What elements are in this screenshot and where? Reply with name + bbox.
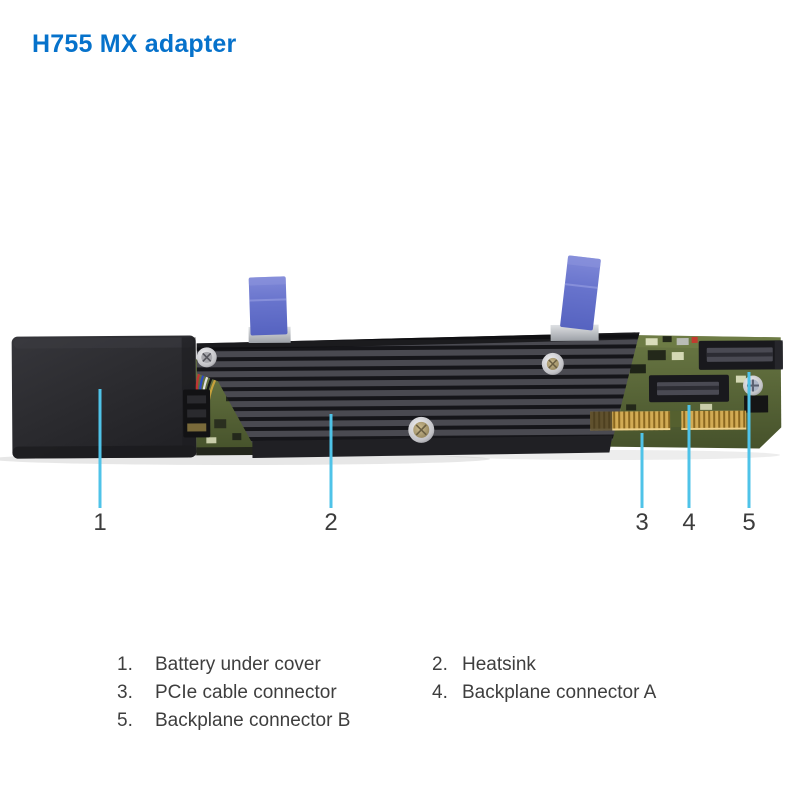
legend-item-1: 1. Battery under cover bbox=[117, 651, 350, 679]
legend-number: 3. bbox=[117, 682, 133, 703]
legend-item-4: 4. Backplane connector A bbox=[432, 679, 656, 707]
legend-column-left: 1. Battery under cover 3. PCIe cable conne… bbox=[117, 651, 350, 735]
screw-icon bbox=[742, 375, 763, 396]
backplane-connector-a bbox=[648, 374, 730, 403]
legend-label: Backplane connector A bbox=[462, 682, 657, 703]
screw-icon bbox=[196, 347, 217, 368]
pull-tab-left bbox=[248, 276, 291, 344]
battery-connector bbox=[183, 389, 211, 438]
legend-number: 2. bbox=[432, 654, 448, 675]
legend-number: 4. bbox=[432, 682, 448, 703]
pull-tab-right bbox=[550, 255, 601, 341]
backplane-connector-b bbox=[698, 340, 783, 370]
screw-icon bbox=[408, 416, 435, 443]
screw-icon bbox=[541, 352, 564, 375]
pcie-edge-connector bbox=[590, 410, 747, 431]
legend-label: Battery under cover bbox=[155, 654, 321, 675]
legend-column-right: 2. Heatsink 4. Backplane connector A bbox=[432, 651, 656, 707]
callout-number-1: 1 bbox=[93, 509, 106, 536]
legend-label: Heatsink bbox=[462, 654, 536, 675]
callout-number-3: 3 bbox=[635, 509, 648, 536]
legend-number: 5. bbox=[117, 710, 133, 731]
legend-item-3: 3. PCIe cable connector bbox=[117, 679, 350, 707]
legend-item-5: 5. Backplane connector B bbox=[117, 707, 350, 735]
legend-item-2: 2. Heatsink bbox=[432, 651, 656, 679]
callout-number-5: 5 bbox=[742, 509, 755, 536]
legend-label: Backplane connector B bbox=[155, 710, 351, 731]
adapter-figure: 1 2 3 4 5 bbox=[0, 240, 800, 540]
callout-number-2: 2 bbox=[324, 509, 337, 536]
callout-number-4: 4 bbox=[682, 509, 695, 536]
adapter-photo: 1 2 3 4 5 bbox=[0, 255, 783, 536]
page-title: H755 MX adapter bbox=[32, 30, 237, 58]
heatsink bbox=[196, 332, 640, 459]
legend-label: PCIe cable connector bbox=[155, 682, 337, 703]
legend-number: 1. bbox=[117, 654, 133, 675]
battery-cover bbox=[11, 335, 197, 459]
